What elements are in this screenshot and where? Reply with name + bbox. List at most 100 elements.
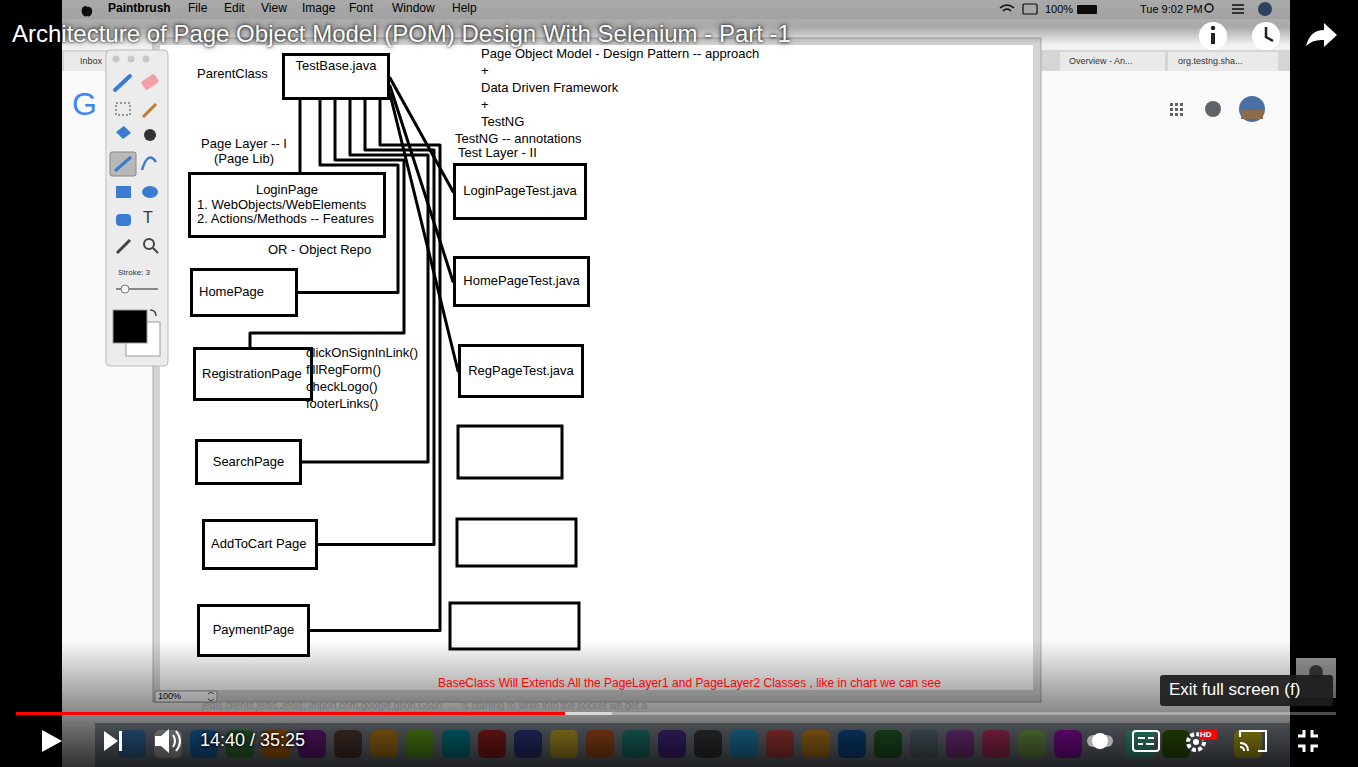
page-class-box: AddToCart Page xyxy=(202,519,318,570)
curve-tool xyxy=(142,158,156,171)
apps-dot xyxy=(1175,113,1178,116)
framework-note: TestNG xyxy=(481,115,524,130)
box-title: TestBase.java xyxy=(296,59,377,74)
test-class-box: LoginPageTest.java xyxy=(453,163,587,220)
eyedropper-tool xyxy=(117,240,130,253)
browser-tab xyxy=(1168,52,1278,71)
line-tool-selected xyxy=(110,152,136,176)
apps-grid-icon xyxy=(1170,103,1183,116)
browser-tab-title: Overview - An... xyxy=(1069,56,1133,66)
box-title: SearchPage xyxy=(213,455,285,470)
layer-heading: TestNG -- annotations xyxy=(455,132,581,145)
ellipse-tool xyxy=(142,186,158,198)
exit-fullscreen-button xyxy=(1298,730,1318,752)
page-class-box: HomePage xyxy=(190,268,298,317)
menu-item: File xyxy=(188,2,207,16)
volume-waves xyxy=(173,731,180,751)
tool-palette xyxy=(106,50,168,366)
layer-heading: Page Layer -- I (Page Lib) xyxy=(194,137,294,167)
account-avatar xyxy=(1239,96,1265,122)
connector-line xyxy=(318,100,434,545)
connector-line xyxy=(390,94,458,371)
menu-item: Image xyxy=(302,2,335,16)
menu-clock: Tue 9:02 PM xyxy=(1140,3,1203,16)
progress-track xyxy=(16,712,1336,715)
subtitles-lines xyxy=(1138,738,1154,744)
window-button xyxy=(143,56,150,63)
method-name: clickOnSignInLink() xyxy=(306,346,418,361)
select-tool xyxy=(116,103,130,115)
text-tool-icon: T xyxy=(143,209,153,227)
info-icon-stem xyxy=(1211,33,1215,44)
apps-dot xyxy=(1180,103,1183,106)
framework-note: Page Object Model - Design Pattern -- ap… xyxy=(481,47,759,62)
bucket-tool xyxy=(116,126,131,139)
menu-item: Font xyxy=(349,2,373,16)
browser-tab xyxy=(1060,52,1165,71)
connector-line xyxy=(390,86,453,282)
apps-dot xyxy=(1170,108,1173,111)
avatar-photo xyxy=(1241,110,1263,119)
box-title: HomePageTest.java xyxy=(463,274,579,289)
tooltip-text: Exit full screen (f) xyxy=(1169,680,1300,700)
rectangle-tool xyxy=(116,186,131,198)
framework-note: + xyxy=(481,98,489,113)
progress-buffered xyxy=(16,712,612,715)
page-class-box: SearchPage xyxy=(195,439,302,485)
menu-item: Window xyxy=(392,2,435,16)
browser-tab-title: Inbox xyxy=(80,56,102,66)
rounded-rect-tool xyxy=(116,214,131,226)
eraser-tool xyxy=(141,73,160,90)
window-button xyxy=(128,56,135,63)
empty-test-box xyxy=(457,519,576,566)
connector-line xyxy=(299,100,302,172)
apps-dot xyxy=(1175,108,1178,111)
palette-caption: Stroke: 3 xyxy=(118,268,150,277)
background-text: jedis.clients.jedis.Jedis; import com.go… xyxy=(202,701,647,711)
info-icon-dot xyxy=(1211,26,1215,30)
layer-heading: Test Layer - II xyxy=(458,146,537,161)
caption-note: BaseClass Will Extends All the PageLayer… xyxy=(438,677,941,691)
box-text: 2. Actions/Methods -- Features xyxy=(197,212,374,227)
box-title: RegPageTest.java xyxy=(468,364,574,379)
zoom-tool xyxy=(144,239,154,249)
share-icon xyxy=(1306,23,1337,47)
quality-badge: HD xyxy=(1200,729,1212,740)
window-button xyxy=(113,56,120,63)
method-name: fillRegForm() xyxy=(306,363,381,378)
apps-dot xyxy=(1180,113,1183,116)
quality-badge-background xyxy=(1199,729,1217,740)
line-tool xyxy=(115,157,131,171)
autoplay-knob xyxy=(1092,733,1108,749)
clock-hands xyxy=(1266,27,1273,41)
box-title: HomePage xyxy=(199,285,264,300)
box-title: LoginPage xyxy=(256,183,318,198)
volume-button xyxy=(155,729,169,753)
video-title: Architecture of Page Object Model (POM) … xyxy=(12,20,791,48)
page-class-box: RegistrationPage xyxy=(193,347,313,401)
framework-note: + xyxy=(481,64,489,79)
menu-item: View xyxy=(261,2,287,16)
google-logo: G xyxy=(72,86,97,123)
box-title: AddToCart Page xyxy=(211,537,306,552)
page-class-box: PaymentPage xyxy=(197,604,310,657)
browser-tab-title: org.testng.sha... xyxy=(1178,56,1243,66)
method-name: footerLinks() xyxy=(306,397,378,412)
next-button xyxy=(104,731,118,751)
connector-line xyxy=(302,100,428,462)
box-title: PaymentPage xyxy=(213,623,295,638)
annotation: OR - Object Repo xyxy=(268,243,371,258)
zoom-level: 100% xyxy=(158,691,181,702)
cast-button xyxy=(1240,731,1266,751)
framework-note: Data Driven Framework xyxy=(481,81,618,96)
slider-knob xyxy=(121,285,129,293)
next-button-bar xyxy=(119,731,122,751)
battery-percent: 100% xyxy=(1045,3,1073,16)
wand-tool xyxy=(143,104,156,117)
info-icon xyxy=(1199,22,1227,50)
base-class-box: TestBase.java xyxy=(282,53,390,100)
foreground-color-swatch xyxy=(113,310,147,343)
watch-later-icon xyxy=(1252,22,1280,50)
play-button xyxy=(42,730,62,752)
menu-app-name: Paintbrush xyxy=(108,2,171,16)
